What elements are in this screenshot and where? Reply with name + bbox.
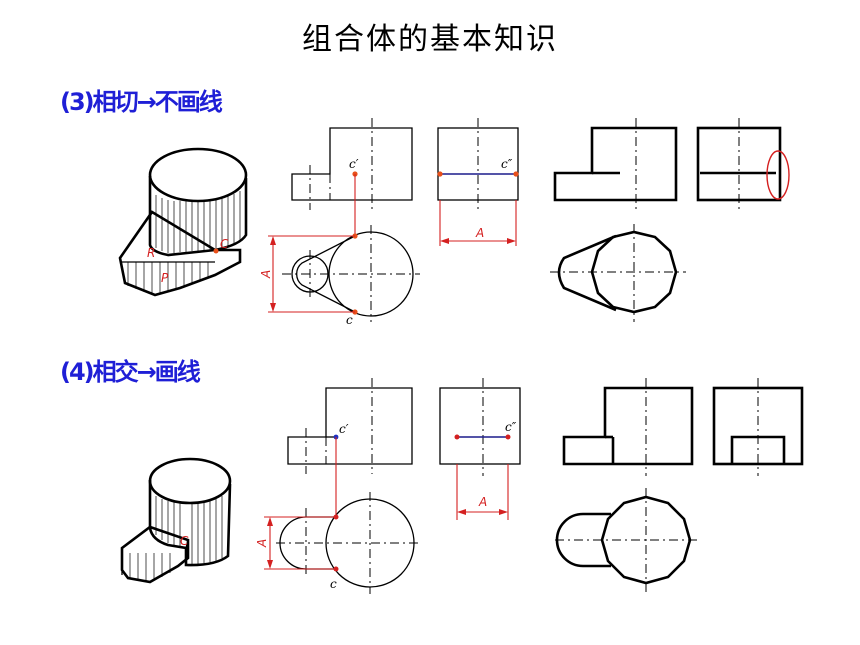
section-tangent-heading: (3)相切→不画线 [60, 88, 223, 116]
intersect-front-view: c′ [287, 378, 413, 474]
intersect-isometric-solid: C [120, 457, 232, 584]
intersect-side-view: c″ A [439, 378, 521, 520]
label-C-intersect: C [180, 534, 189, 548]
label-c-double: c″ [501, 157, 513, 171]
label-c-prime: c′ [349, 157, 359, 171]
label-dim-A-top-intersect: A [255, 539, 269, 548]
label-c-prime-intersect: c′ [339, 422, 349, 436]
label-dim-A-side-intersect: A [478, 495, 487, 509]
label-P: P [161, 271, 169, 285]
intersect-result-views [555, 378, 804, 594]
tangent-isometric-solid: R C P [118, 147, 248, 297]
label-dim-A-top-tangent: A [259, 270, 273, 279]
section-intersect-heading: (4)相交→画线 [60, 358, 201, 386]
tangent-top-view: c A [259, 174, 420, 327]
tangent-side-view: c″ A [437, 118, 519, 246]
label-R: R [147, 246, 155, 260]
label-dim-A-side-tangent: A [475, 226, 484, 240]
label-c-top-intersect: c [330, 577, 337, 591]
label-c-top: c [346, 313, 353, 327]
label-C: C [220, 237, 229, 251]
label-c-double-intersect: c″ [505, 420, 517, 434]
intersect-top-view: c A [255, 437, 422, 594]
tangent-result-views [550, 118, 790, 322]
page-title: 组合体的基本知识 [302, 22, 558, 57]
tangent-front-view: c′ [291, 118, 413, 210]
